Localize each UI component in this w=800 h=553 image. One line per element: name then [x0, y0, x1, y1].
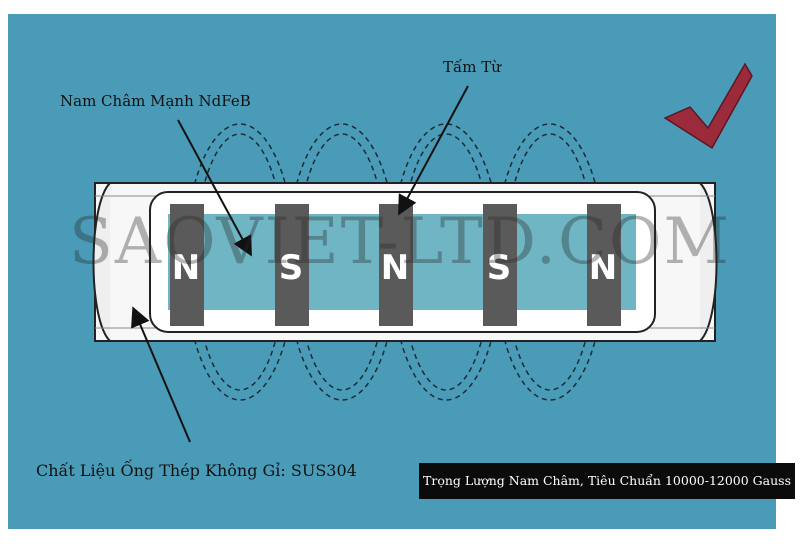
- label-magnet: Nam Châm Mạnh NdFeB: [60, 92, 251, 110]
- plate-4: [483, 204, 517, 326]
- callout-arrows: [131, 85, 469, 443]
- tube-right-end: [699, 182, 718, 342]
- pole-label-5: N: [588, 248, 618, 288]
- plate-3: [379, 204, 413, 326]
- plate-5: [587, 204, 621, 326]
- pole-label-1: N: [171, 248, 201, 288]
- plate-1: [170, 204, 204, 326]
- label-tube-material: Chất Liệu Ống Thép Không Gỉ: SUS304: [36, 461, 357, 480]
- pole-label-4: S: [486, 248, 512, 288]
- pole-label-3: N: [380, 248, 410, 288]
- plate-2: [275, 204, 309, 326]
- tube-left-end: [92, 182, 111, 342]
- gauss-spec-box: Trọng Lượng Nam Châm, Tiêu Chuẩn 10000-1…: [419, 463, 795, 499]
- pole-label-2: S: [278, 248, 304, 288]
- checkmark-icon: [663, 62, 753, 150]
- arrow-tube: [131, 306, 191, 443]
- magnetic-plates: [170, 204, 621, 326]
- watermark: SAOVIET-LTD.COM: [69, 205, 731, 279]
- label-plate: Tấm Từ: [443, 58, 501, 76]
- arrow-plate: [398, 85, 469, 216]
- arrow-magnet: [177, 119, 252, 257]
